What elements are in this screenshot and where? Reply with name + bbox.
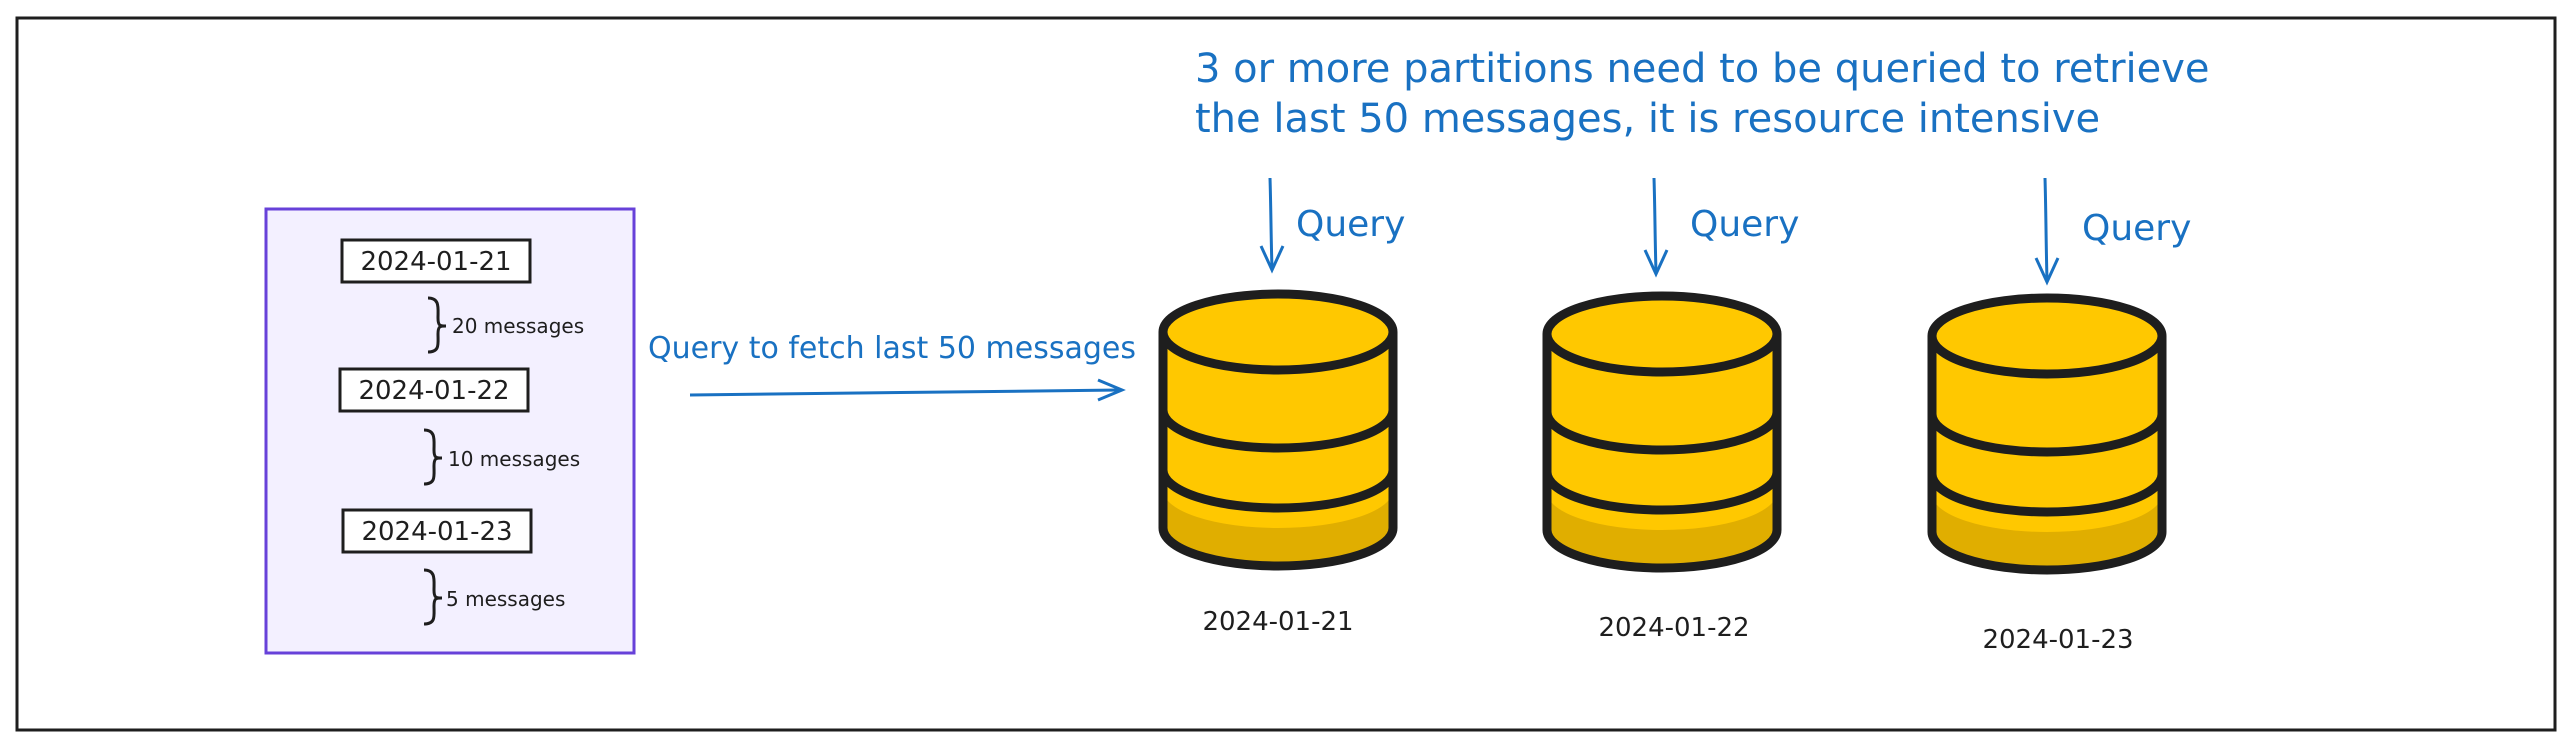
query-arrow-1: [1259, 177, 1285, 274]
annotation-line-2: the last 50 messages, it is resource int…: [1195, 96, 2100, 142]
annotation-line-1: 3 or more partitions need to be queried …: [1195, 46, 2210, 92]
query-arrow-3: [2034, 177, 2060, 286]
query-label-3: Query: [2082, 208, 2191, 249]
database-icon-1: [1158, 289, 1398, 571]
partition-date-box-2: [338, 367, 530, 413]
partition-count-2: 10 messages: [448, 447, 580, 471]
database-icon-3: [1927, 293, 2167, 575]
database-label-2: 2024-01-22: [1598, 613, 1749, 643]
brace-1: [427, 296, 447, 354]
partition-count-1: 20 messages: [452, 314, 584, 338]
database-label-1: 2024-01-21: [1202, 607, 1353, 637]
partition-date-box-3: [341, 508, 533, 554]
partition-date-2: 2024-01-22: [358, 376, 509, 406]
partition-count-3: 5 messages: [446, 587, 565, 611]
partition-date-3: 2024-01-23: [361, 517, 512, 547]
query-label-1: Query: [1296, 204, 1405, 245]
partition-date-1: 2024-01-21: [360, 247, 511, 277]
brace-2: [423, 428, 443, 486]
main-arrow: [689, 378, 1126, 402]
query-arrow-2: [1643, 177, 1669, 278]
main-arrow-label: Query to fetch last 50 messages: [648, 331, 1136, 366]
brace-3: [423, 568, 443, 626]
database-label-3: 2024-01-23: [1982, 625, 2133, 655]
partition-date-box-1: [340, 238, 532, 284]
database-icon-2: [1542, 291, 1782, 573]
query-label-2: Query: [1690, 204, 1799, 245]
